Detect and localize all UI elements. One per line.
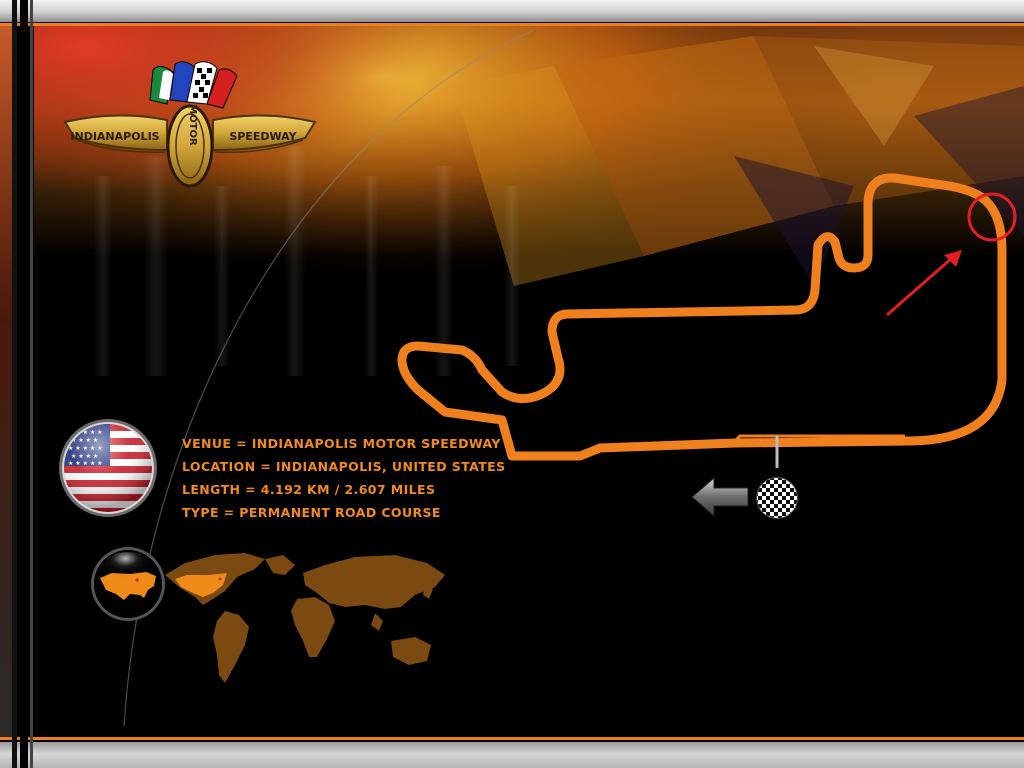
type-text: TYPE = PERMANENT ROAD COURSE bbox=[182, 505, 441, 520]
track-info-panel: VENUE = INDIANAPOLIS MOTOR SPEEDWAY LOCA… bbox=[182, 432, 506, 524]
pit-lane bbox=[733, 434, 905, 443]
track-outline bbox=[397, 173, 1007, 461]
logo-text: INDIANAPOLIS MOTOR SPEEDWAY bbox=[70, 104, 297, 146]
indianapolis-motor-speedway-logo: INDIANAPOLIS MOTOR SPEEDWAY bbox=[63, 61, 317, 188]
highlight-arrow-head bbox=[944, 250, 962, 267]
usa-flag-icon: ★ ★ ★ ★ ★ ★ ★ ★ ★ ★ ★ ★ ★ ★ ★ ★ ★ ★ ★ ★ … bbox=[59, 419, 157, 517]
left-edge-gradient bbox=[0, 24, 12, 737]
left-frame-stripe bbox=[12, 0, 17, 768]
world-map-icon bbox=[165, 553, 445, 683]
bottom-frame-bar bbox=[0, 742, 1024, 768]
background-artwork bbox=[34, 26, 1024, 736]
bottom-accent-line bbox=[0, 737, 1024, 740]
length-text: LENGTH = 4.192 KM / 2.607 MILES bbox=[182, 482, 436, 497]
back-arrow-icon[interactable] bbox=[690, 476, 752, 518]
highlight-marker bbox=[967, 192, 1017, 242]
circuit-map bbox=[397, 173, 1017, 468]
venue-text: VENUE = INDIANAPOLIS MOTOR SPEEDWAY bbox=[182, 436, 501, 451]
svg-text:INDIANAPOLIS: INDIANAPOLIS bbox=[70, 130, 159, 143]
checkered-flag-icon bbox=[756, 477, 798, 519]
left-frame-stripe bbox=[20, 0, 28, 768]
svg-text:MOTOR: MOTOR bbox=[187, 104, 198, 146]
highlight-arrow bbox=[886, 256, 953, 317]
location-text: LOCATION = INDIANAPOLIS, UNITED STATES bbox=[182, 459, 506, 474]
top-accent-line bbox=[0, 23, 1024, 26]
usa-globe-icon bbox=[91, 547, 165, 621]
svg-text:SPEEDWAY: SPEEDWAY bbox=[229, 130, 297, 143]
left-frame-stripe bbox=[30, 0, 33, 768]
top-frame-bar bbox=[0, 0, 1024, 22]
